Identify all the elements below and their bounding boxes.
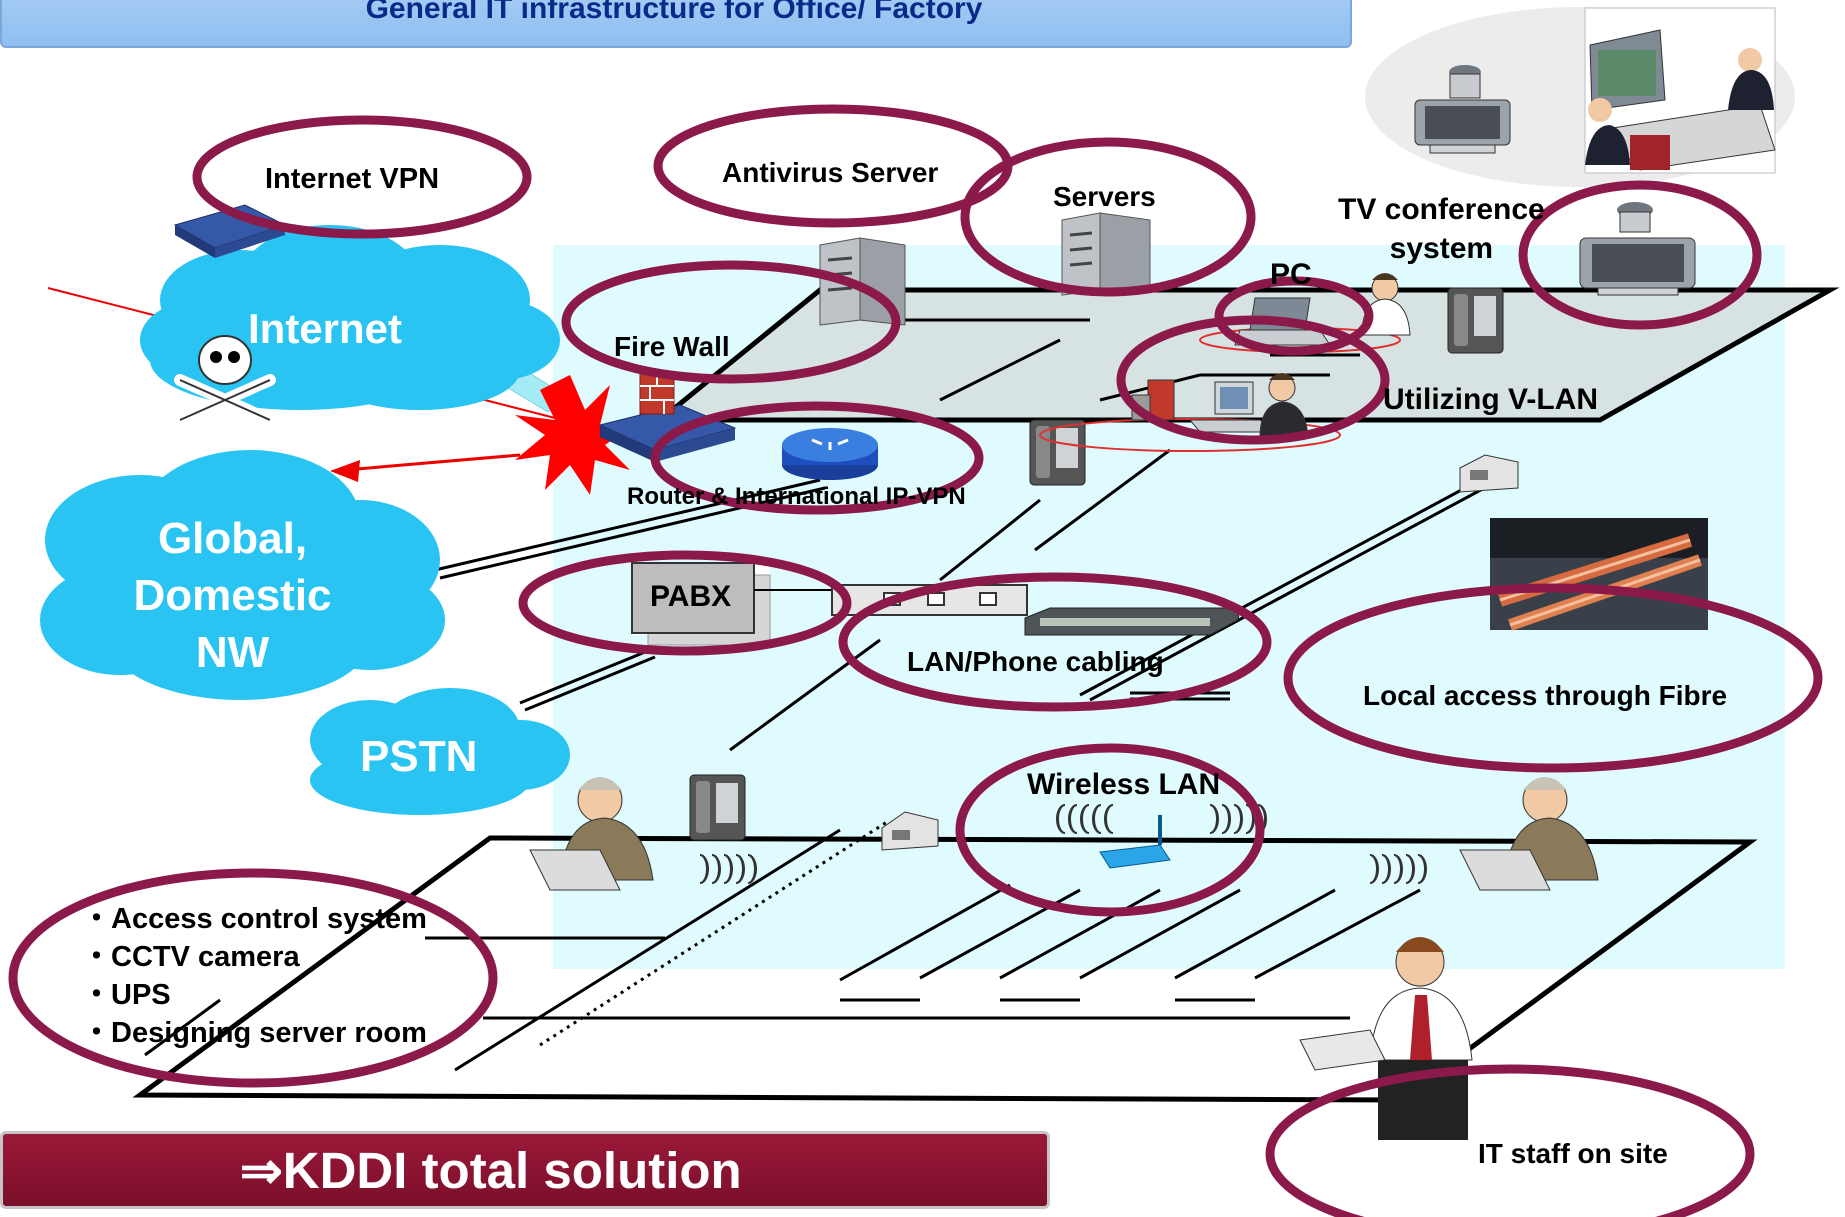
router-device-icon	[598, 404, 737, 462]
utilizing-vlan-label: Utilizing V-LAN	[1383, 383, 1598, 416]
ring-vlan	[1116, 315, 1390, 445]
office-worker-phone-icon	[529, 777, 654, 891]
local-access-fibre-label: Local access through Fibre	[1363, 680, 1728, 711]
media-converter-icon	[881, 811, 939, 851]
highlight-rings	[8, 104, 1823, 1217]
ring-router	[650, 401, 984, 515]
global-cloud-label: Global, Domestic NW	[100, 510, 365, 681]
ring-wireless	[955, 743, 1265, 917]
tv-conference-set-icon	[1414, 65, 1511, 154]
global-cloud	[40, 450, 445, 700]
pstn-cloud	[310, 688, 570, 815]
ring-servers	[960, 137, 1256, 297]
pc-label: PC	[1270, 258, 1312, 291]
list-item: ・Designing server room	[82, 1017, 427, 1049]
pabx-box	[631, 562, 771, 646]
ring-pc	[1214, 276, 1374, 356]
fibre-cable-photo	[1490, 518, 1708, 631]
ring-pabx	[518, 550, 852, 656]
ring-fibre	[1283, 583, 1823, 773]
footer-bar	[0, 1131, 1050, 1209]
lan-phone-cabling-label: LAN/Phone cabling	[907, 646, 1164, 677]
conference-room-photo	[1584, 7, 1776, 174]
tv-conference-label: TV conference system	[1338, 190, 1545, 268]
router-disk-icon	[782, 428, 878, 480]
pabx-label: PABX	[650, 580, 732, 613]
title-bar	[0, 0, 1352, 48]
wireless-signal-icon	[1369, 854, 1427, 884]
list-item: ・Access control system	[82, 903, 427, 935]
global-cloud-line1: Global,	[157, 514, 308, 563]
footer-text: ⇒KDDI total solution	[240, 1142, 742, 1199]
global-cloud-line2: Domestic	[133, 571, 332, 620]
tv-conference-label-line1: TV conference	[1338, 193, 1545, 226]
ring-internet-vpn	[192, 115, 532, 239]
router-ipvpn-label: Router & International IP-VPN	[627, 483, 966, 510]
global-cloud-line3: NW	[195, 628, 270, 677]
ring-facilities	[8, 868, 498, 1088]
list-item: ・UPS	[82, 979, 171, 1011]
it-staff-label: IT staff on site	[1478, 1138, 1668, 1169]
wireless-lan-label: Wireless LAN	[1027, 768, 1221, 801]
internet-cloud-label: Internet	[248, 305, 403, 352]
wireless-signal-icon	[1056, 804, 1114, 834]
tv-conference-monitor-icon	[1579, 202, 1696, 296]
servers-label: Servers	[1053, 181, 1156, 212]
wireless-access-point-icon	[1099, 815, 1171, 869]
pstn-cloud-label: PSTN	[360, 732, 478, 781]
ring-firewall	[561, 260, 901, 384]
antivirus-server-label: Antivirus Server	[722, 157, 939, 188]
desk-phone-icon	[1447, 287, 1504, 354]
servers-icon	[1061, 212, 1151, 296]
attack-arrowhead	[330, 460, 360, 482]
ring-it-staff	[1265, 1064, 1755, 1217]
internet-vpn-label: Internet VPN	[265, 163, 440, 195]
office-worker-icon	[1361, 273, 1411, 336]
attack-arrow	[344, 453, 521, 472]
desk-phone-icon	[1029, 419, 1086, 486]
skull-crossbones-icon	[174, 335, 276, 426]
list-item: ・CCTV camera	[82, 941, 300, 973]
pc-zone-marker	[1039, 418, 1341, 452]
desktop-pc-icon	[1188, 381, 1277, 433]
media-converter-icon	[1459, 454, 1519, 493]
ring-lan-cabling	[838, 572, 1272, 712]
page-title: General IT infrastructure for Office/ Fa…	[365, 0, 983, 25]
ring-tv-conference	[1518, 180, 1762, 330]
wireless-signal-icon	[699, 854, 757, 884]
cabling	[144, 318, 1491, 1072]
office-worker-icon	[1259, 373, 1309, 439]
office-worker-phone-icon	[1459, 777, 1599, 891]
facilities-list: ・Access control system ・CCTV camera ・UPS…	[82, 900, 427, 1052]
fire-wall-label: Fire Wall	[614, 331, 730, 362]
attack-burst-icon	[515, 375, 640, 495]
network-switch-icon	[1024, 607, 1241, 636]
desk-phone-icon	[689, 774, 746, 841]
dotted-cable	[539, 818, 891, 1047]
tv-conference-label-line2: system	[1389, 232, 1494, 265]
